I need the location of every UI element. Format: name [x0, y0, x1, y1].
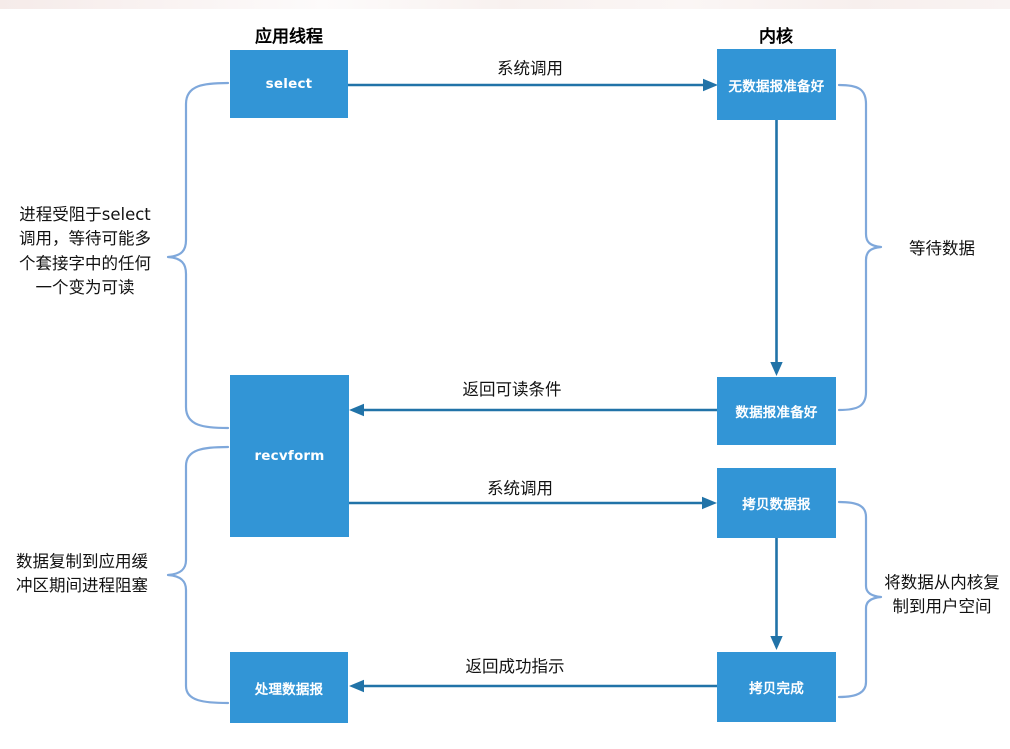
kernel-copy-arrowhead [770, 636, 783, 650]
copy-datagram-box: 拷贝数据报 [717, 468, 836, 538]
copy-blocked-brace [166, 445, 230, 705]
recvform-box: recvform [230, 375, 349, 537]
no-datagram-ready-box: 无数据报准备好 [717, 49, 836, 120]
kernel-wait-arrowhead [770, 362, 783, 376]
select-blocked-brace [166, 81, 230, 430]
app-thread-header: 应用线程 [255, 27, 323, 47]
select-blocked-annotation: 进程受阻于select 调用，等待可能多 个套接字中的任何 一个变为可读 [19, 205, 151, 298]
return-readable-arrowhead [349, 403, 364, 417]
copy-blocked-annotation: 数据复制到应用缓 冲区期间进程阻塞 [16, 552, 148, 596]
kernel-copy-annotation: 将数据从内核复 制到用户空间 [884, 573, 1000, 617]
copy-complete-box: 拷贝完成 [717, 652, 836, 722]
return-success-arrowhead [349, 679, 364, 693]
select-box: select [230, 50, 348, 118]
syscall-bottom-arrowhead [702, 496, 717, 510]
return-success-label: 返回成功指示 [465, 657, 565, 676]
kernel-header: 内核 [759, 27, 793, 47]
wait-data-annotation: 等待数据 [909, 239, 975, 258]
wait-data-brace [837, 83, 883, 412]
return-readable-label: 返回可读条件 [462, 380, 562, 399]
kernel-copy-brace [837, 500, 883, 699]
syscall-bottom-label: 系统调用 [487, 479, 553, 498]
syscall-top-label: 系统调用 [497, 59, 563, 78]
process-datagram-box: 处理数据报 [230, 652, 348, 723]
page-top-edge-strip [0, 0, 1010, 9]
syscall-top-arrowhead [703, 78, 718, 92]
datagram-ready-box: 数据报准备好 [717, 377, 836, 445]
